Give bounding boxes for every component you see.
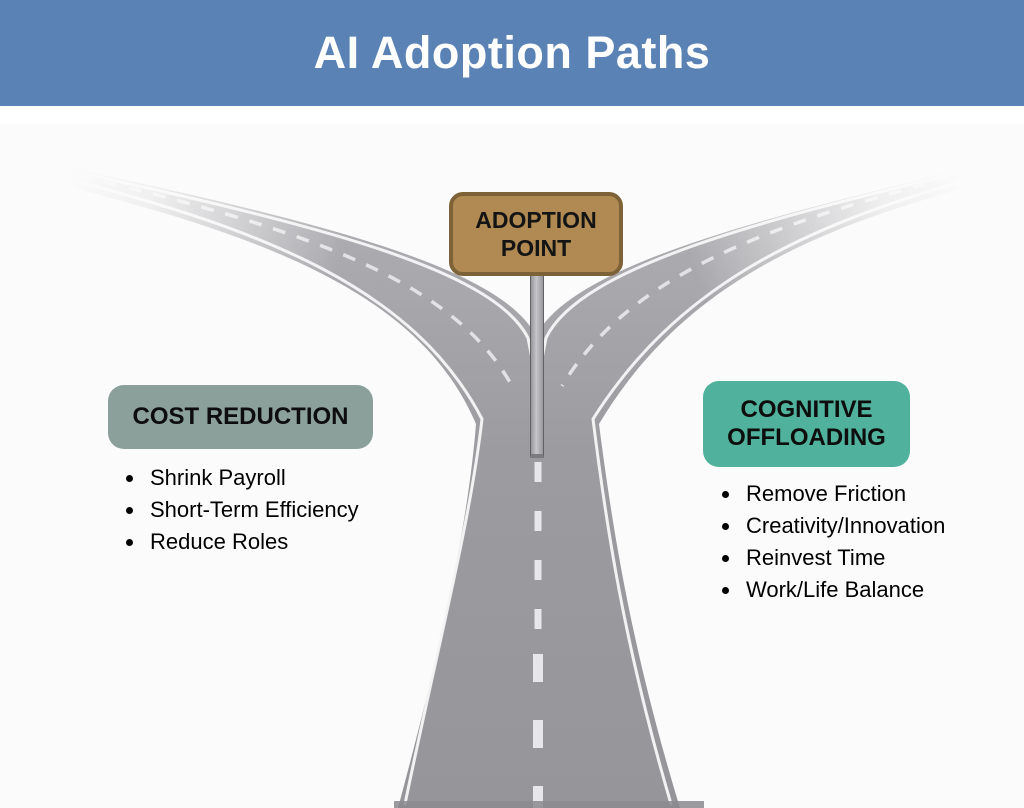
list-item: Shrink Payroll	[146, 462, 432, 494]
forked-road-illustration	[0, 124, 1024, 808]
road-surface	[58, 166, 973, 808]
cognitive-offloading-label-text: COGNITIVE OFFLOADING	[727, 396, 886, 451]
cognitive-offloading-label: COGNITIVE OFFLOADING	[703, 381, 910, 467]
page-title: AI Adoption Paths	[313, 27, 711, 78]
list-item: Reduce Roles	[146, 526, 432, 558]
cognitive-offloading-list: Remove FrictionCreativity/InnovationRein…	[718, 478, 1018, 606]
list-item: Work/Life Balance	[742, 574, 1018, 606]
sign-post	[530, 270, 544, 458]
list-item: Remove Friction	[742, 478, 1018, 510]
adoption-point-sign-label: ADOPTION POINT	[475, 207, 597, 261]
road-fade-overlay-right	[652, 124, 1024, 370]
list-item: Reinvest Time	[742, 542, 1018, 574]
list-item: Creativity/Innovation	[742, 510, 1018, 542]
title-bar: AI Adoption Paths	[0, 0, 1024, 106]
adoption-point-sign: ADOPTION POINT	[449, 192, 623, 276]
cost-reduction-list: Shrink PayrollShort-Term EfficiencyReduc…	[122, 462, 432, 558]
road-end-shadow	[394, 801, 704, 808]
cost-reduction-label: COST REDUCTION	[108, 385, 373, 449]
road-fade-overlay-left	[0, 124, 372, 366]
cost-reduction-label-text: COST REDUCTION	[132, 403, 349, 430]
list-item: Short-Term Efficiency	[146, 494, 432, 526]
